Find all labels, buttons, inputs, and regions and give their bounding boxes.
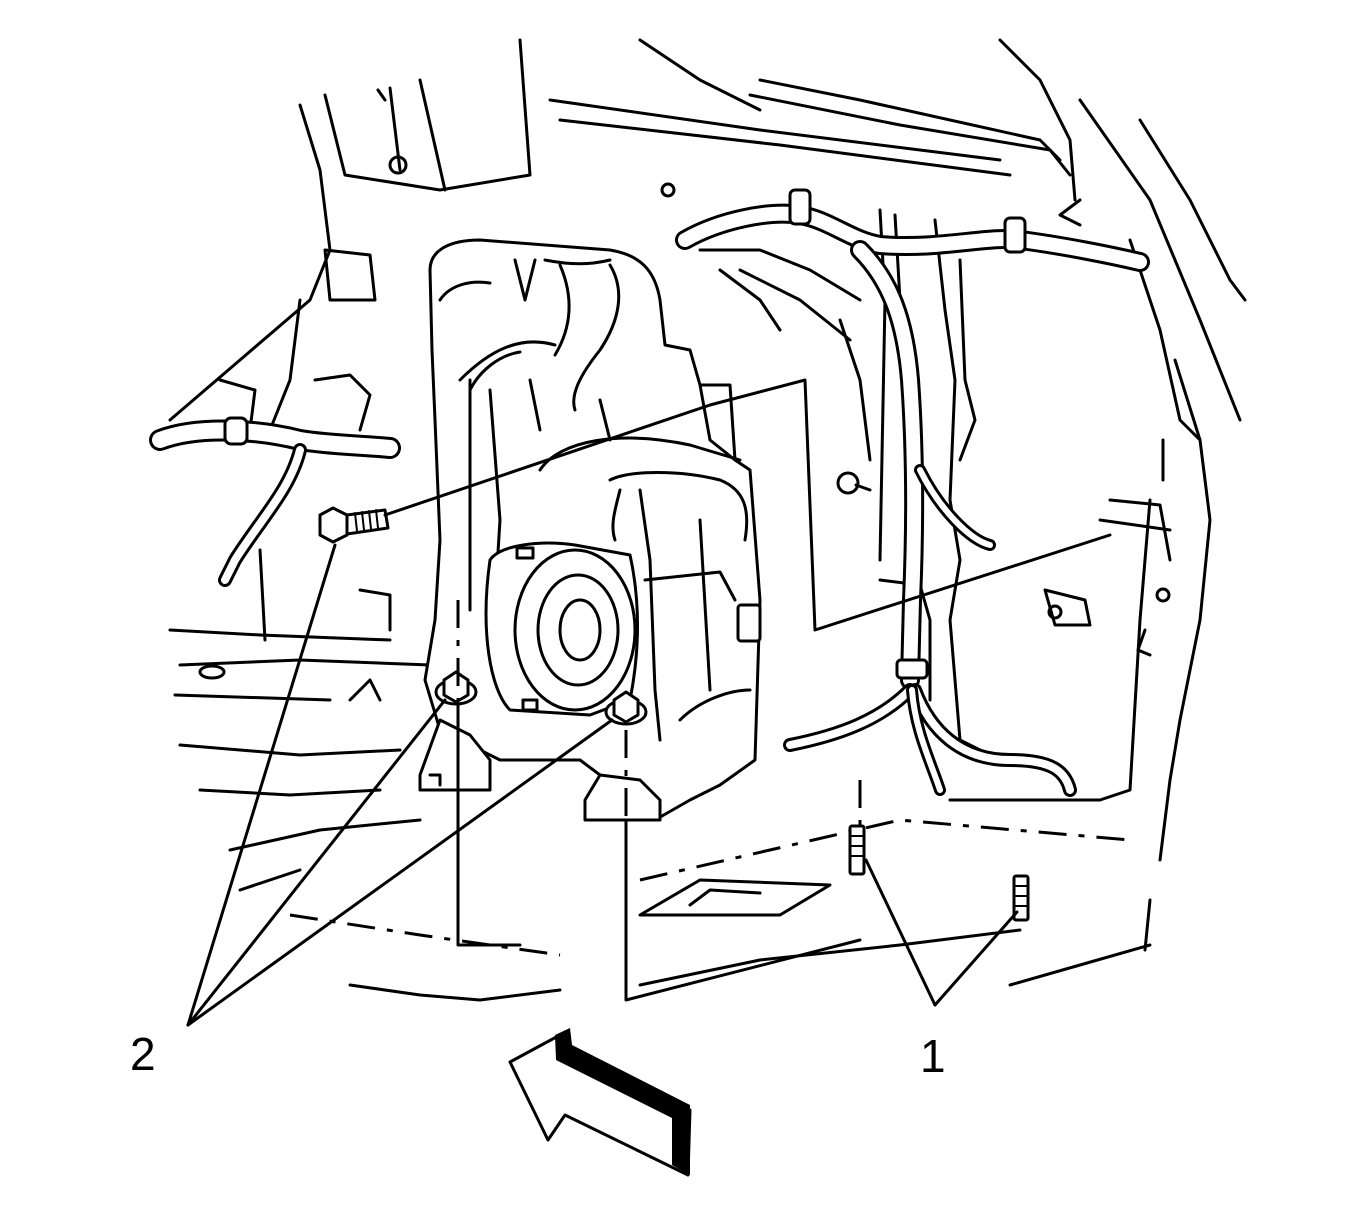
fastener-nut-center: [604, 690, 648, 726]
stud-left: [848, 824, 866, 876]
speaker-enclosure: [418, 238, 762, 822]
alignment-lines: [383, 378, 1112, 1002]
callout-label-1: 1: [920, 1030, 946, 1082]
stud-right: [1012, 874, 1030, 922]
fastener-bolt-upper: [318, 506, 390, 544]
leader-lines-callout-1: [864, 858, 1019, 1007]
view-direction-arrow-icon: [508, 1028, 692, 1177]
floor-plate: [638, 878, 832, 917]
callout-label-2: 2: [130, 1028, 156, 1080]
wiring-harness: [149, 188, 1150, 797]
fastener-nut-left: [434, 670, 478, 706]
leader-lines-callout-2: [186, 543, 614, 1027]
